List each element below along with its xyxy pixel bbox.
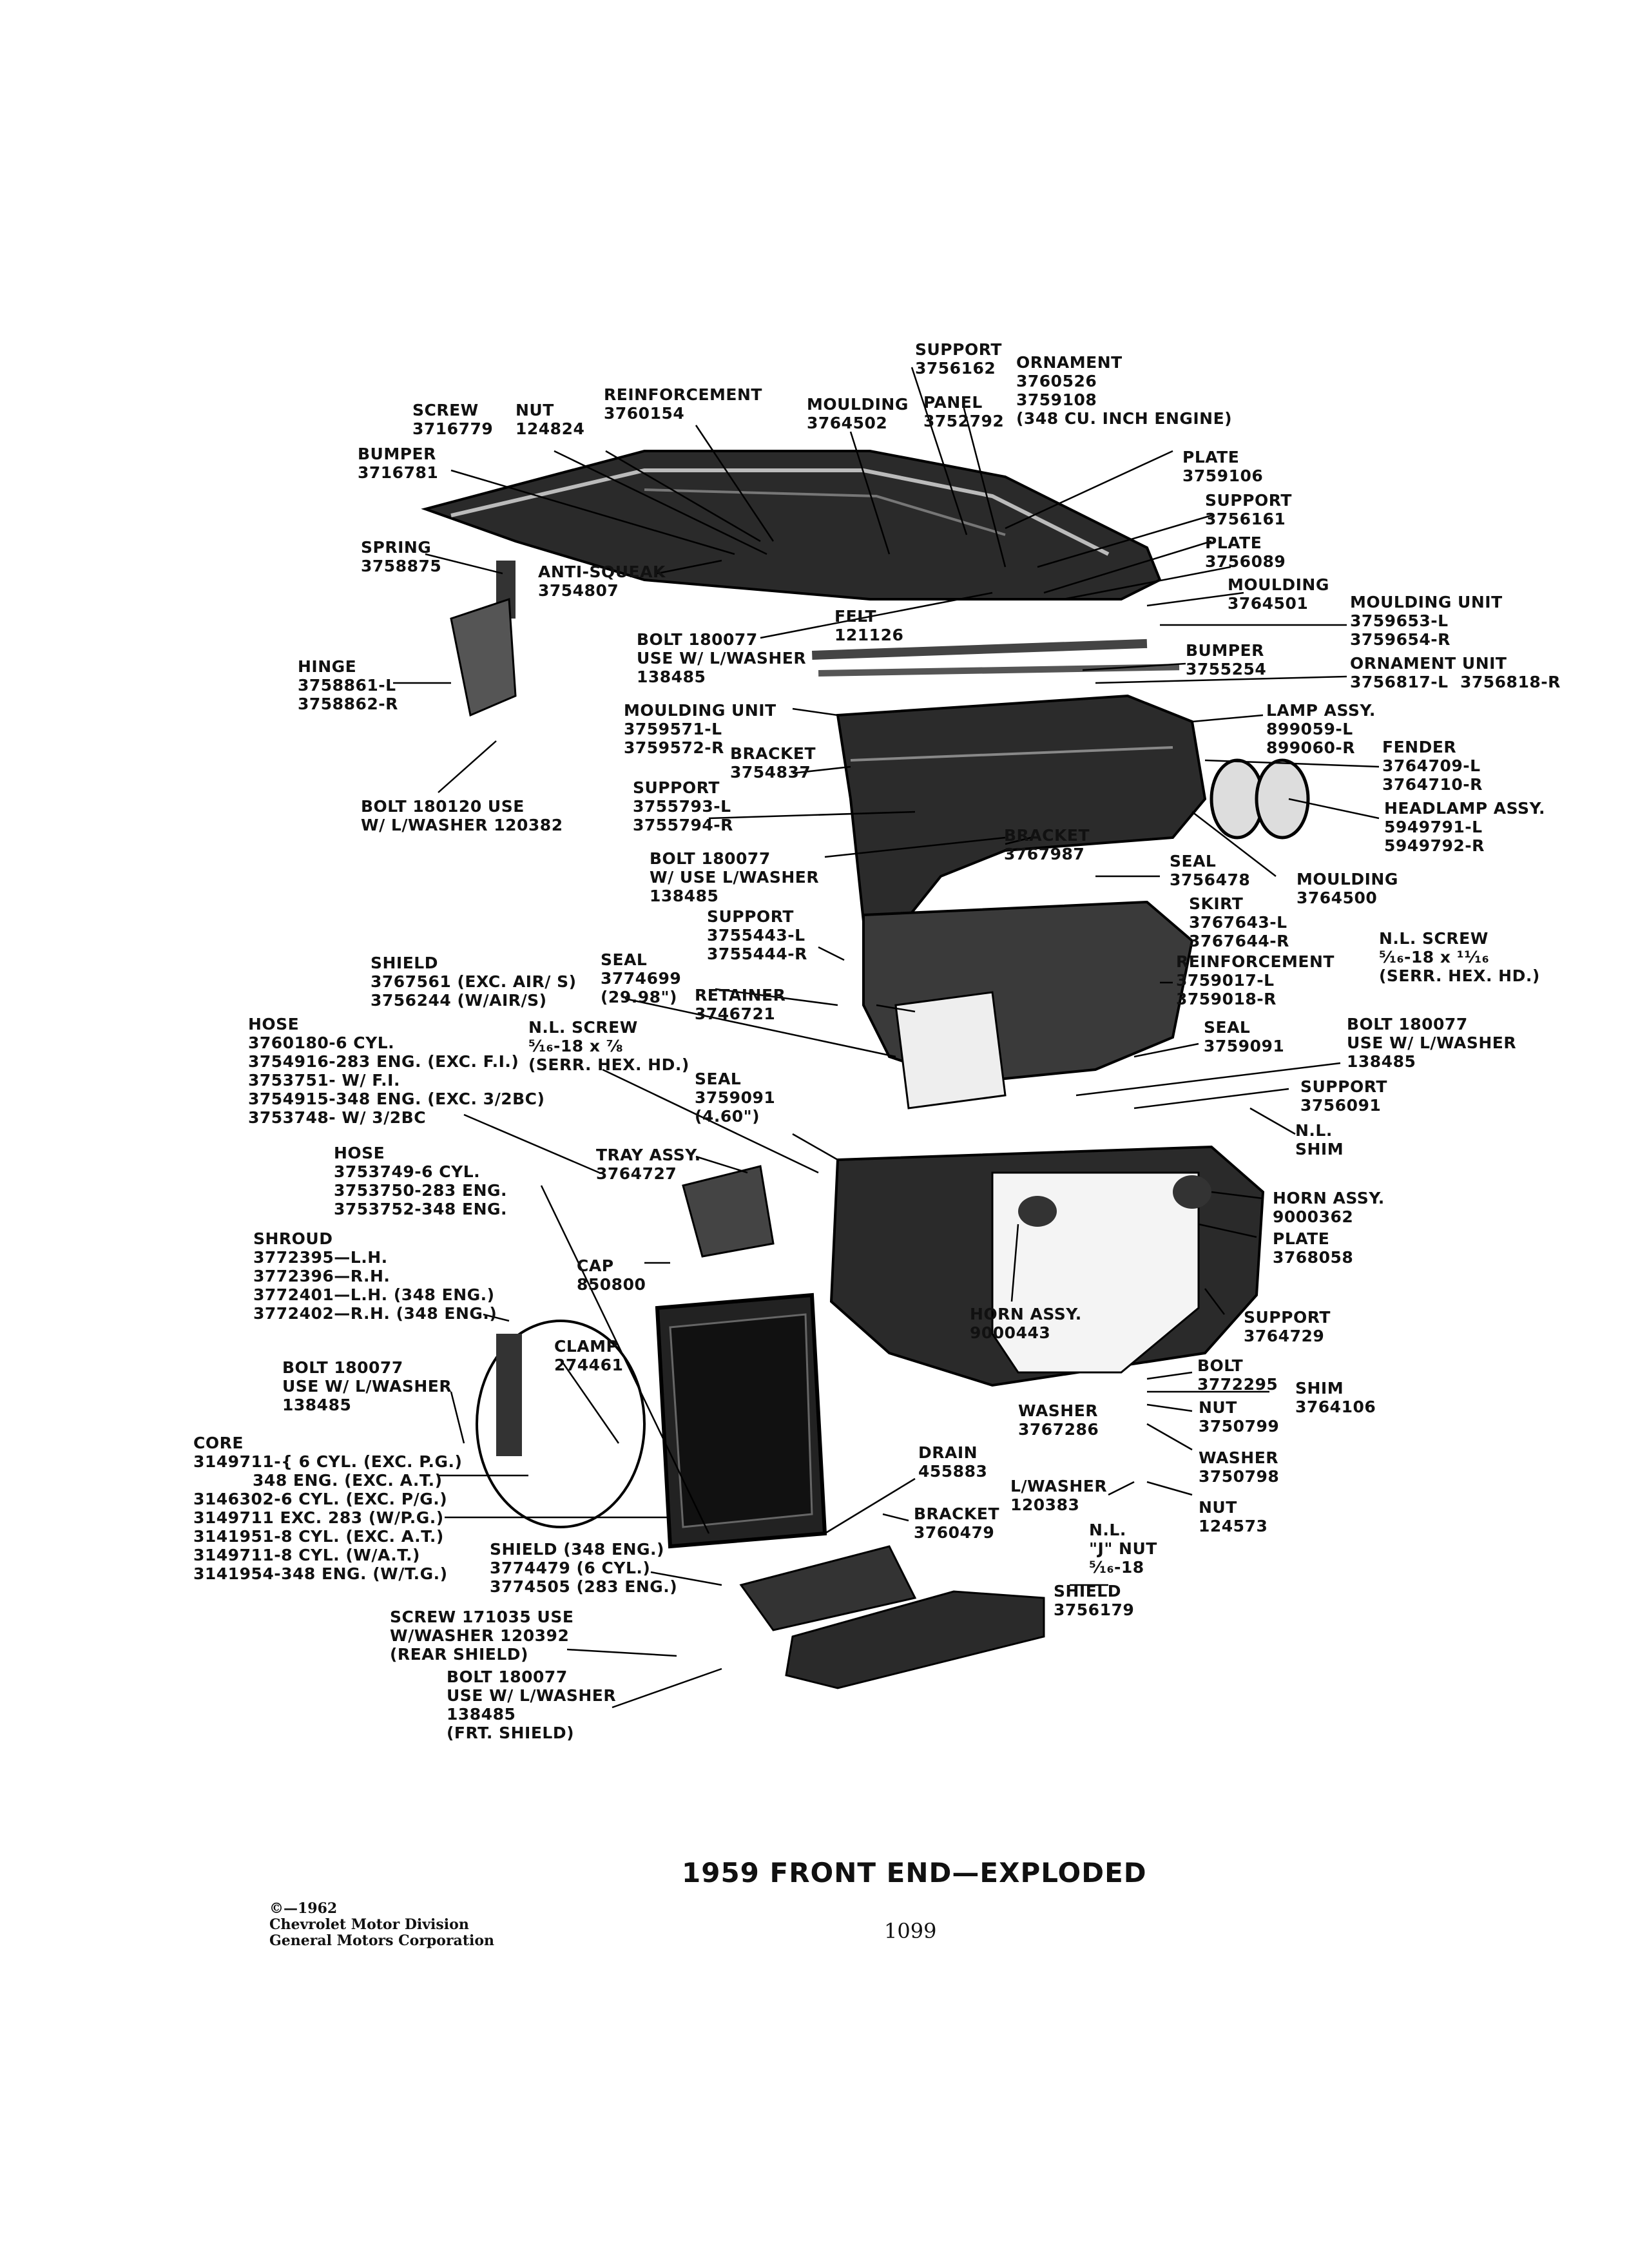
label-anti-squeak-3754807: ANTI-SQUEAK 3754807 — [538, 562, 666, 600]
label-moulding-unit-3759653: MOULDING UNIT 3759653-L 3759654-R — [1350, 593, 1503, 649]
label-nl-screw-a: N.L. SCREW ⁵⁄₁₆-18 x ¹¹⁄₁₆ (SERR. HEX. H… — [1379, 929, 1540, 985]
label-seal-3759091-a: SEAL 3759091 — [1204, 1018, 1285, 1055]
label-nl-j-nut: N.L. "J" NUT ⁵⁄₁₆-18 — [1089, 1521, 1157, 1577]
label-support-3756162: SUPPORT 3756162 — [915, 340, 1002, 378]
label-reinforcement-3759017: REINFORCEMENT 3759017-L 3759018-R — [1176, 952, 1335, 1008]
label-support-3764729: SUPPORT 3764729 — [1244, 1308, 1331, 1345]
label-bracket-3767987: BRACKET 3767987 — [1004, 826, 1090, 863]
label-shield-3767561: SHIELD 3767561 (EXC. AIR/ S) 3756244 (W/… — [371, 954, 577, 1010]
label-bumper-3755254: BUMPER 3755254 — [1186, 641, 1267, 678]
label-bracket-3760479: BRACKET 3760479 — [914, 1504, 1000, 1542]
label-bolt-180077-c: BOLT 180077 USE W/ L/WASHER 138485 — [1347, 1015, 1517, 1071]
label-lamp-assy-899059: LAMP ASSY. 899059-L 899060-R — [1266, 701, 1376, 757]
label-moulding-3764501: MOULDING 3764501 — [1228, 575, 1329, 613]
label-hinge-3758861: HINGE 3758861-L 3758862-R — [298, 657, 398, 713]
label-moulding-3764502: MOULDING 3764502 — [807, 395, 909, 432]
label-headlamp-assy-5949791: HEADLAMP ASSY. 5949791-L 5949792-R — [1384, 799, 1545, 855]
label-horn-assy-9000443: HORN ASSY. 9000443 — [970, 1305, 1082, 1342]
radiator-support-part — [829, 1145, 1265, 1387]
skirt-part — [862, 900, 1194, 1110]
label-hose-3753749: HOSE 3753749-6 CYL. 3753750-283 ENG. 375… — [334, 1144, 508, 1218]
label-shim-3764106: SHIM 3764106 — [1295, 1379, 1376, 1416]
label-washer-3750798: WASHER 3750798 — [1199, 1448, 1280, 1486]
label-clamp-274461: CLAMP 274461 — [554, 1337, 624, 1374]
label-plate-3756089: PLATE 3756089 — [1205, 533, 1286, 571]
label-bolt-3772295: BOLT 3772295 — [1197, 1356, 1278, 1394]
label-retainer-3746721: RETAINER 3746721 — [695, 986, 786, 1023]
label-nut-124573: NUT 124573 — [1199, 1498, 1268, 1535]
label-shield-3756179: SHIELD 3756179 — [1054, 1582, 1135, 1619]
label-bracket-3754837: BRACKET 3754837 — [730, 744, 816, 782]
label-nut-124824: NUT 124824 — [516, 401, 585, 438]
label-nut-3750799: NUT 3750799 — [1199, 1398, 1280, 1436]
label-support-3755443: SUPPORT 3755443-L 3755444-R — [707, 907, 807, 963]
label-panel-3752792: PANEL 3752792 — [923, 393, 1005, 430]
label-cap-850800: CAP 850800 — [577, 1256, 646, 1294]
label-seal-3774699: SEAL 3774699 (29.98") — [601, 950, 682, 1006]
label-horn-assy-9000362: HORN ASSY. 9000362 — [1273, 1189, 1385, 1226]
label-seal-3756478: SEAL 3756478 — [1170, 852, 1251, 889]
label-bumper-3716781: BUMPER 3716781 — [358, 445, 439, 482]
label-reinforcement-3760154: REINFORCEMENT 3760154 — [604, 385, 762, 423]
label-skirt-3767643: SKIRT 3767643-L 3767644-R — [1189, 894, 1289, 950]
label-drain-455883: DRAIN 455883 — [918, 1443, 988, 1481]
label-support-3755793: SUPPORT 3755793-L 3755794-R — [633, 778, 733, 834]
label-felt-121126: FELT 121126 — [834, 607, 904, 644]
page-number: 1099 — [884, 1919, 937, 1943]
label-lwasher-120383: L/WASHER 120383 — [1010, 1477, 1108, 1514]
label-support-3756161: SUPPORT 3756161 — [1205, 491, 1292, 528]
label-washer-3767286: WASHER 3767286 — [1018, 1401, 1099, 1439]
label-bolt-180077-b: BOLT 180077 W/ USE L/WASHER 138485 — [650, 849, 820, 905]
copyright-block: ©—1962 Chevrolet Motor Division General … — [269, 1901, 494, 1949]
label-moulding-unit-3759571: MOULDING UNIT 3759571-L 3759572-R — [624, 701, 776, 757]
label-core-3149711: CORE 3149711-{ 6 CYL. (EXC. P.G.) 348 EN… — [193, 1434, 463, 1583]
moulding-strips — [812, 639, 1180, 677]
label-tray-assy-3764727: TRAY ASSY. 3764727 — [596, 1146, 701, 1183]
label-bolt-180077-d: BOLT 180077 USE W/ L/WASHER 138485 — [282, 1358, 452, 1414]
radiator-core-part — [476, 1293, 827, 1549]
page-title: 1959 FRONT END—EXPLODED — [682, 1857, 1147, 1888]
label-bolt-180120: BOLT 180120 USE W/ L/WASHER 120382 — [361, 797, 563, 834]
label-nl-shim: N.L. SHIM — [1295, 1121, 1344, 1158]
label-hose-3760180: HOSE 3760180-6 CYL. 3754916-283 ENG. (EX… — [248, 1015, 545, 1127]
leader-lines — [393, 367, 1380, 1709]
copyright-division: Chevrolet Motor Division — [269, 1916, 469, 1933]
label-plate-3759106: PLATE 3759106 — [1182, 448, 1264, 485]
tray-part — [682, 1165, 775, 1258]
fender-part — [836, 694, 1310, 943]
label-screw-171035: SCREW 171035 USE W/WASHER 120392 (REAR S… — [390, 1608, 574, 1664]
label-bolt-180077-a: BOLT 180077 USE W/ L/WASHER 138485 — [637, 630, 807, 686]
label-support-3756091: SUPPORT 3756091 — [1300, 1077, 1387, 1115]
copyright-corp: General Motors Corporation — [269, 1932, 495, 1949]
hinge-part — [450, 561, 517, 717]
label-fender-3764709: FENDER 3764709-L 3764710-R — [1382, 738, 1483, 794]
copyright-year: ©—1962 — [269, 1900, 338, 1917]
label-bolt-180077-e: BOLT 180077 USE W/ L/WASHER 138485 (FRT.… — [447, 1667, 617, 1742]
label-ornament-unit-3756817: ORNAMENT UNIT 3756817-L 3756818-R — [1350, 654, 1561, 691]
label-plate-3768058: PLATE 3768058 — [1273, 1229, 1354, 1267]
label-shield-3774479: SHIELD (348 ENG.) 3774479 (6 CYL.) 37745… — [490, 1540, 678, 1596]
lower-shield-part — [739, 1545, 1045, 1689]
label-moulding-3764500: MOULDING 3764500 — [1296, 870, 1398, 907]
label-screw-3716779: SCREW 3716779 — [412, 401, 494, 438]
label-seal-3759091-b: SEAL 3759091 (4.60") — [695, 1070, 776, 1126]
label-spring-3758875: SPRING 3758875 — [361, 538, 442, 575]
label-shroud-3772395: SHROUD 3772395—L.H. 3772396—R.H. 3772401… — [253, 1229, 497, 1323]
hood-part — [421, 450, 1162, 601]
label-nl-screw-b: N.L. SCREW ⁵⁄₁₆-18 x ⅞ (SERR. HEX. HD.) — [528, 1018, 689, 1074]
label-ornament-3760526: ORNAMENT 3760526 3759108 (348 CU. INCH E… — [1016, 353, 1233, 428]
